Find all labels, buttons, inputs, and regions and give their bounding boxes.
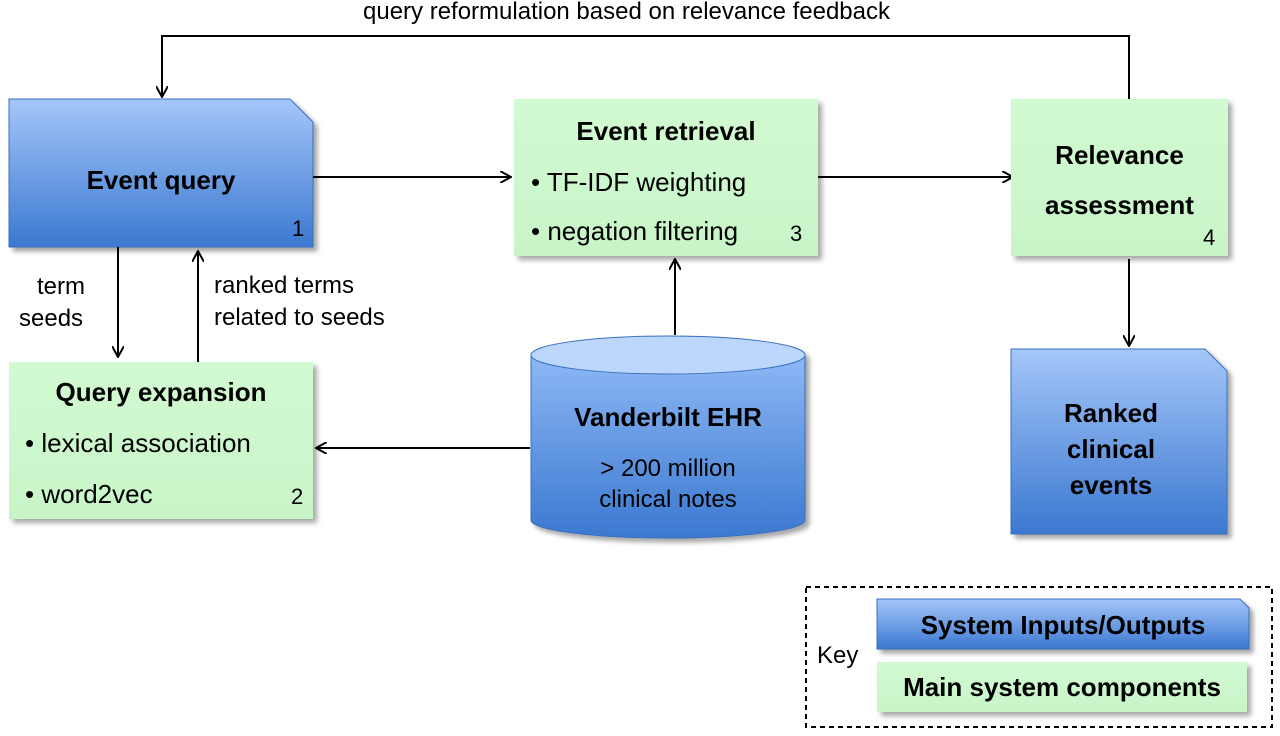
query-expansion-title: Query expansion bbox=[55, 377, 267, 407]
query-expansion-bullet-2: • word2vec bbox=[25, 479, 153, 509]
event-query-number: 1 bbox=[292, 216, 305, 241]
ranked-events-line3: events bbox=[1069, 470, 1153, 500]
ehr-line2: clinical notes bbox=[599, 486, 737, 513]
event-retrieval-bullet-1: • TF-IDF weighting bbox=[531, 167, 747, 197]
key-border bbox=[805, 586, 1273, 728]
term-seeds-label-line2: seeds bbox=[19, 305, 84, 332]
event-retrieval-title: Event retrieval bbox=[576, 116, 756, 146]
event-query-shape bbox=[8, 98, 314, 248]
event-retrieval-box: Event retrieval • TF-IDF weighting • neg… bbox=[514, 99, 818, 256]
ranked-events-shape bbox=[1010, 348, 1228, 535]
relevance-assessment-box: Relevance assessment 4 bbox=[1011, 99, 1228, 256]
query-expansion-bullet-1: • lexical association bbox=[25, 428, 251, 458]
query-expansion-number: 2 bbox=[291, 484, 304, 509]
key-components-swatch: Main system components bbox=[877, 662, 1247, 712]
key-io-label: System Inputs/Outputs bbox=[920, 610, 1206, 640]
event-query-title: Event query bbox=[86, 165, 236, 195]
term-seeds-label-line1: term bbox=[37, 273, 85, 300]
feedback-label: query reformulation based on relevance f… bbox=[363, 0, 890, 25]
relevance-assessment-title-line2: assessment bbox=[1045, 190, 1194, 220]
ehr-line1: > 200 million bbox=[600, 455, 736, 482]
key-io-swatch bbox=[876, 598, 1250, 650]
ranked-events-line1: Ranked bbox=[1064, 398, 1158, 428]
event-retrieval-bullet-2: • negation filtering bbox=[531, 216, 739, 246]
event-retrieval-number: 3 bbox=[790, 221, 803, 246]
feedback-loop-arrow bbox=[162, 35, 1130, 99]
relevance-assessment-title-line1: Relevance bbox=[1055, 140, 1184, 170]
ranked-events-line2: clinical bbox=[1066, 434, 1156, 464]
ehr-database-cylinder bbox=[530, 335, 806, 539]
query-expansion-box: Query expansion • lexical association • … bbox=[9, 362, 313, 519]
key-components-label: Main system components bbox=[903, 672, 1221, 702]
relevance-assessment-number: 4 bbox=[1203, 225, 1216, 250]
key-label: Key bbox=[817, 642, 859, 669]
ranked-terms-label-line1: ranked terms bbox=[214, 272, 355, 299]
ehr-title: Vanderbilt EHR bbox=[574, 402, 762, 432]
ranked-terms-label-line2: related to seeds bbox=[214, 304, 385, 331]
